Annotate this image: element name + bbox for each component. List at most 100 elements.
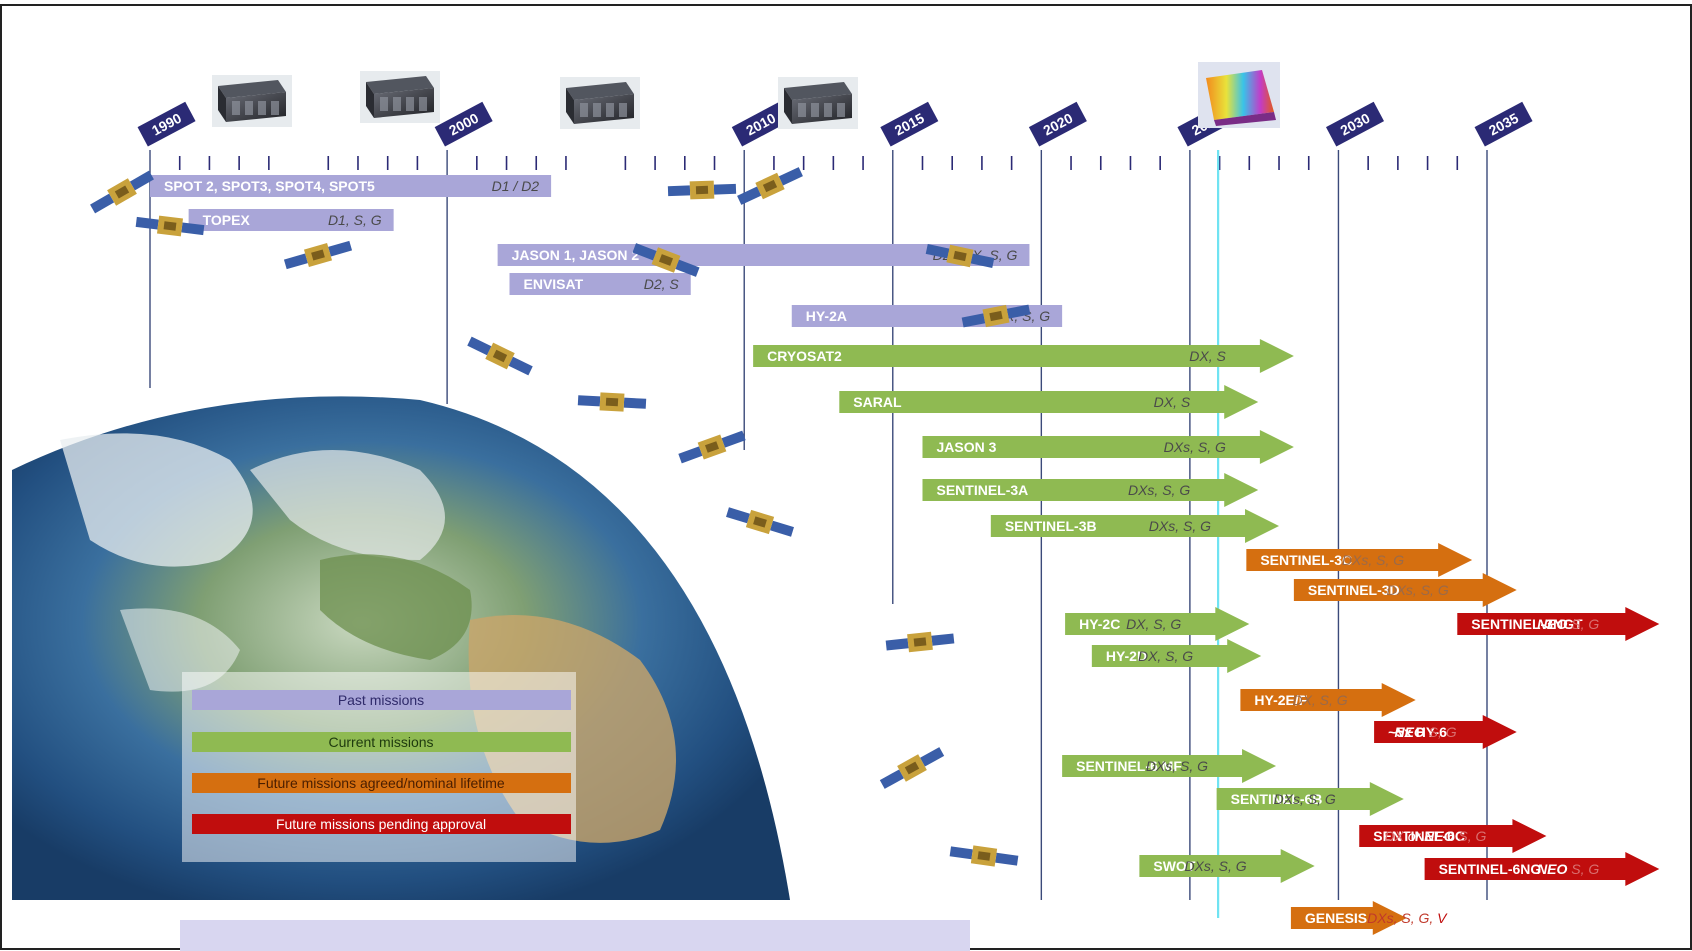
mission-name: SARAL: [853, 394, 902, 410]
mission-instrument-part: S, G: [1567, 861, 1599, 877]
mission-instruments: DX, S, G: [1292, 692, 1347, 708]
legend-swatch-past: [192, 690, 571, 710]
mission-name: SENTINEL-3D: [1308, 582, 1400, 598]
mission-name: SPOT 2, SPOT3, SPOT4, SPOT5: [164, 178, 375, 194]
mission-instruments: DX, S, G: [1138, 648, 1193, 664]
mission-bar: GENESIS DXs, S, G, V: [1290, 901, 1448, 935]
mission-instruments: DX or NEO S, G: [1384, 828, 1486, 844]
mission-instruments: D1, S, G: [328, 212, 382, 228]
mission-name: ~5x HY-6: [1388, 724, 1447, 740]
mission-name: SENTINEL-6NG: [1439, 861, 1542, 877]
mission-arrow-shape: [990, 509, 1280, 543]
satellite-icon: [577, 392, 647, 412]
mission-instrument-part: V: [1437, 910, 1448, 926]
legend: Past missions Current missions Future mi…: [182, 672, 576, 862]
mission-instrument-part: S, G: [1425, 724, 1457, 740]
legend-future-agreed-label: Future missions agreed/nominal lifetime: [257, 775, 505, 791]
mission-name: HY-2A: [806, 308, 847, 324]
mission-name: JASON 3: [936, 439, 996, 455]
mission-name: SENTINEL-3B: [1005, 518, 1097, 534]
mission-arrow-shape: [922, 430, 1294, 464]
satellite-icon: [885, 631, 955, 653]
legend-current-label: Current missions: [328, 734, 433, 750]
mission-instruments: DXs, S, G: [1128, 482, 1190, 498]
satellite-icon: [135, 215, 205, 237]
year-flag-2030: 2030: [1325, 101, 1385, 147]
satellite-icon: [90, 170, 154, 214]
mission-bar-shape: [509, 273, 691, 295]
mission-instrument-part: NEO: [1424, 828, 1454, 844]
mission-arrow-shape: [1065, 607, 1250, 641]
mission-name: SENTINEL-6 MF: [1076, 758, 1182, 774]
mission-instruments: DXs, S, G: [1146, 758, 1208, 774]
mission-bar: HY-2C DX, S, G: [1065, 607, 1250, 641]
instrument-box-icon: [560, 77, 640, 129]
mission-arrow-shape: [1062, 749, 1277, 783]
instrument-box-icon: [212, 75, 292, 127]
mission-name: SENTINEL-6C: [1373, 828, 1465, 844]
mission-arrow-shape: [922, 473, 1259, 507]
mission-bar-shape: [497, 244, 1030, 266]
satellite-icon: [879, 747, 945, 789]
mission-name: SENTINEL-3C: [1260, 552, 1352, 568]
year-flag-2020: 2020: [1028, 101, 1087, 147]
mission-bar-shape: [150, 175, 552, 197]
mission-bar: SPOT 2, SPOT3, SPOT4, SPOT5 D1 / D2: [150, 175, 552, 197]
mission-name: HY-2D: [1106, 648, 1147, 664]
mission-arrow-shape: [1139, 849, 1315, 883]
legend-future-pending-label: Future missions pending approval: [276, 816, 486, 832]
mission-instruments: D2, S: [644, 276, 680, 292]
mission-arrow-shape: [1424, 852, 1660, 886]
satellite-icon: [667, 180, 737, 200]
satellite-icon: [283, 240, 353, 270]
satellite-icon: [467, 336, 533, 376]
mission-arrow-shape: [1290, 901, 1407, 935]
satellite-icon: [726, 507, 794, 537]
legend-past-label: Past missions: [338, 692, 424, 708]
mission-bar: TOPEX D1, S, G: [188, 209, 394, 231]
mission-arrow-shape: [1293, 573, 1517, 607]
mission-instruments: DXs, S, G: [1149, 518, 1211, 534]
mission-instruments: D1 / D2: [492, 178, 540, 194]
satellite-icon: [925, 244, 995, 268]
legend-swatch-future-agreed: [192, 773, 571, 793]
mission-instrument-part: DX: [1384, 828, 1404, 844]
mission-arrow-shape: [1216, 782, 1404, 816]
mission-name: SENTINEL-6B: [1231, 791, 1323, 807]
mission-instrument-part: S, G: [1455, 828, 1487, 844]
mission-instrument-part: or: [1404, 828, 1424, 844]
genesis-satellite-icon: [1198, 62, 1280, 128]
mission-arrow-shape: [1457, 607, 1660, 641]
mission-instrument-part: NEO: [1537, 616, 1567, 632]
mission-instruments: NEO S, G: [1537, 616, 1599, 632]
mission-instruments: DXs, S, G: [1386, 582, 1448, 598]
legend-swatch-future-pending: [192, 814, 571, 834]
satellite-icon: [949, 845, 1019, 867]
mission-instruments: NEO S, G: [1394, 724, 1456, 740]
mission-instruments: DX, S: [1189, 348, 1226, 364]
mission-instruments: DXs, S, G: [1342, 552, 1404, 568]
mission-name: HY-2C: [1079, 616, 1120, 632]
mission-bar: ENVISAT D2, S: [509, 273, 691, 295]
mission-name: ENVISAT: [524, 276, 584, 292]
year-flag-1990: 1990: [137, 101, 196, 147]
satellite-icon: [678, 430, 746, 464]
mission-arrow-shape: [1359, 819, 1547, 853]
mission-name: TOPEX: [203, 212, 251, 228]
mission-instrument-part: DXs, S, G,: [1367, 910, 1437, 926]
mission-instruments: DX, S, G: [1126, 616, 1181, 632]
mission-instrument-part: NEO: [1537, 861, 1567, 877]
